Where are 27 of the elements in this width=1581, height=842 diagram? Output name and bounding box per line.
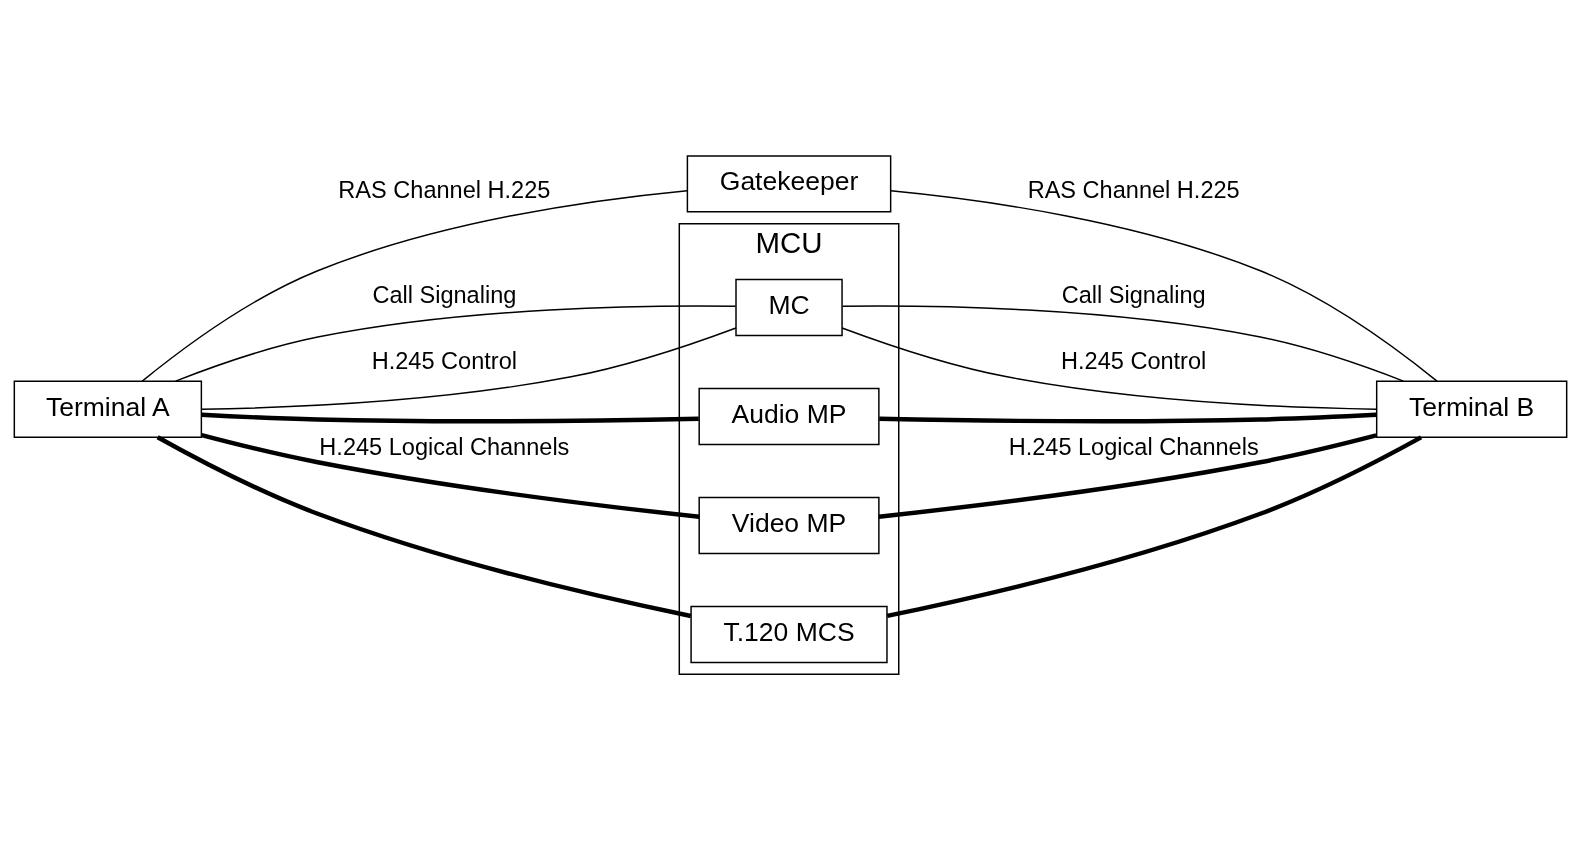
connector bbox=[200, 327, 737, 410]
connector bbox=[141, 189, 688, 382]
node-box: Audio MP bbox=[698, 387, 880, 446]
connector bbox=[879, 412, 1377, 424]
edge-label: RAS Channel H.225 bbox=[1027, 177, 1240, 204]
node-box: Terminal A bbox=[13, 380, 203, 438]
edge-label: H.245 Control bbox=[371, 348, 518, 375]
edge-label: H.245 Control bbox=[1061, 348, 1207, 375]
connector bbox=[890, 190, 1438, 382]
connector bbox=[201, 433, 700, 519]
edge-label: Call Signaling bbox=[1061, 281, 1206, 308]
connector bbox=[886, 435, 1423, 619]
node-box: Terminal B bbox=[1375, 380, 1568, 438]
connector bbox=[156, 435, 692, 619]
node-box: Gatekeeper bbox=[686, 155, 892, 213]
connector bbox=[841, 327, 1378, 410]
connector bbox=[201, 412, 699, 424]
edge-label: Call Signaling bbox=[372, 281, 517, 308]
edge-label: H.245 Logical Channels bbox=[319, 433, 570, 460]
connector bbox=[841, 305, 1405, 382]
connector bbox=[174, 305, 737, 382]
edge-label: H.245 Logical Channels bbox=[1008, 433, 1259, 460]
node-box: T.120 MCS bbox=[690, 605, 888, 664]
node-box: MC bbox=[735, 278, 843, 337]
node-box: Video MP bbox=[698, 496, 880, 555]
connector bbox=[878, 433, 1377, 519]
edge-label: RAS Channel H.225 bbox=[338, 177, 551, 204]
